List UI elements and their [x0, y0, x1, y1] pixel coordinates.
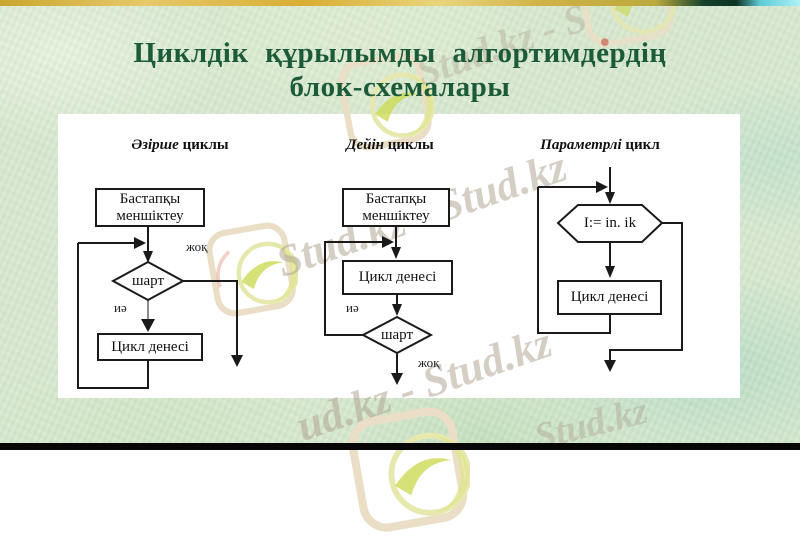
- logo-red-dot: [601, 38, 609, 46]
- slide-title: Циклдік құрылымды алгортимдердің блок-сх…: [0, 36, 800, 104]
- chart2-no-label: жоқ: [418, 355, 440, 370]
- chart3-heading: Параметрлі цикл: [510, 137, 690, 154]
- logo-leaf: [374, 92, 420, 122]
- chart1-no-label: жоқ: [186, 239, 208, 254]
- logo-frame: [206, 222, 296, 317]
- slide-title-line2: блок-схемалары: [289, 71, 511, 103]
- chart1-heading-rest: циклы: [178, 137, 229, 153]
- loopback-line: [537, 187, 611, 334]
- chart3-heading-rest: цикл: [621, 137, 660, 153]
- logo-ring: [369, 72, 434, 138]
- chart3-heading-em: Параметрлі: [540, 137, 622, 153]
- arrowhead: [143, 251, 153, 263]
- arrowhead: [596, 181, 608, 193]
- chart1-init-line1: Бастапқы: [119, 190, 181, 207]
- decision-diamond: [110, 260, 186, 302]
- chart1-init-line2: меншіктеу: [116, 207, 184, 224]
- chart2-heading: Дейін циклы: [300, 137, 480, 154]
- chart3-body-text: Цикл денесі: [570, 289, 649, 305]
- watermark-logo: [338, 52, 434, 151]
- chart2-yes-label: иә: [346, 300, 359, 315]
- arrowhead: [604, 360, 616, 372]
- flowcharts-area: Әзірше циклы Бастапқы меншіктеу жоқ шарт…: [62, 117, 740, 398]
- arrowhead: [605, 192, 615, 204]
- chart2-body-text: Цикл денесі: [358, 269, 437, 285]
- flow-until-arrowheads: [382, 236, 403, 385]
- flow-param-lines: [537, 167, 683, 360]
- flow-param-arrowheads: [596, 181, 616, 372]
- arrowhead: [605, 266, 615, 278]
- chart1-init-box: Бастапқы меншіктеу: [95, 188, 205, 227]
- arrowhead: [231, 355, 243, 367]
- chart1-yes-label: иә: [114, 300, 127, 315]
- bottom-black-bar: [0, 443, 800, 450]
- logo-leaf: [241, 260, 284, 289]
- logo-crescent: [267, 243, 298, 303]
- chart1-body-box: Цикл денесі: [97, 333, 203, 361]
- chart3-parameter-text: I:= in. ik: [583, 215, 637, 231]
- decision-diamond: [360, 315, 434, 355]
- chart2-body-box: Цикл денесі: [342, 260, 453, 295]
- logo-ring: [609, 0, 676, 34]
- logo-crescent: [402, 74, 433, 136]
- chart1-body-text: Цикл денесі: [111, 338, 189, 355]
- loopback-line: [77, 243, 149, 389]
- slide-title-line1: Циклдік құрылымды алгортимдердің: [133, 37, 667, 69]
- arrowhead: [141, 319, 155, 332]
- watermark-logo: [206, 222, 298, 317]
- arrowhead: [382, 236, 394, 248]
- top-border-strip: [0, 0, 800, 6]
- connector-line: [609, 222, 683, 360]
- chart1-heading: Әзірше циклы: [90, 137, 270, 154]
- chart2-init-line2: меншіктеу: [362, 207, 430, 224]
- logo-pink-arc: [216, 250, 231, 288]
- flow-while-lines: [77, 227, 238, 389]
- chart2-init-box: Бастапқы меншіктеу: [342, 188, 450, 227]
- loopback-line: [324, 241, 382, 336]
- chart2-heading-rest: циклы: [383, 137, 434, 153]
- logo-frame: [338, 52, 432, 151]
- flow-while-arrowheads: [134, 237, 243, 367]
- connector-line: [183, 280, 238, 355]
- chart2-condition-text: шарт: [380, 327, 414, 343]
- loop-hexagon: [556, 204, 664, 243]
- chart2-init-line1: Бастапқы: [365, 190, 427, 207]
- flow-until-lines: [324, 227, 398, 373]
- flowchart-connectors: [77, 167, 683, 389]
- arrowhead: [391, 373, 403, 385]
- chart1-heading-em: Әзірше: [131, 137, 179, 153]
- arrowhead: [392, 304, 402, 316]
- chart1-condition-text: шарт: [131, 273, 165, 289]
- arrowhead: [134, 237, 146, 249]
- chart2-heading-em: Дейін: [346, 137, 384, 153]
- chart3-body-box: Цикл денесі: [557, 280, 662, 315]
- logo-leaf: [394, 458, 452, 496]
- arrowhead: [391, 247, 401, 259]
